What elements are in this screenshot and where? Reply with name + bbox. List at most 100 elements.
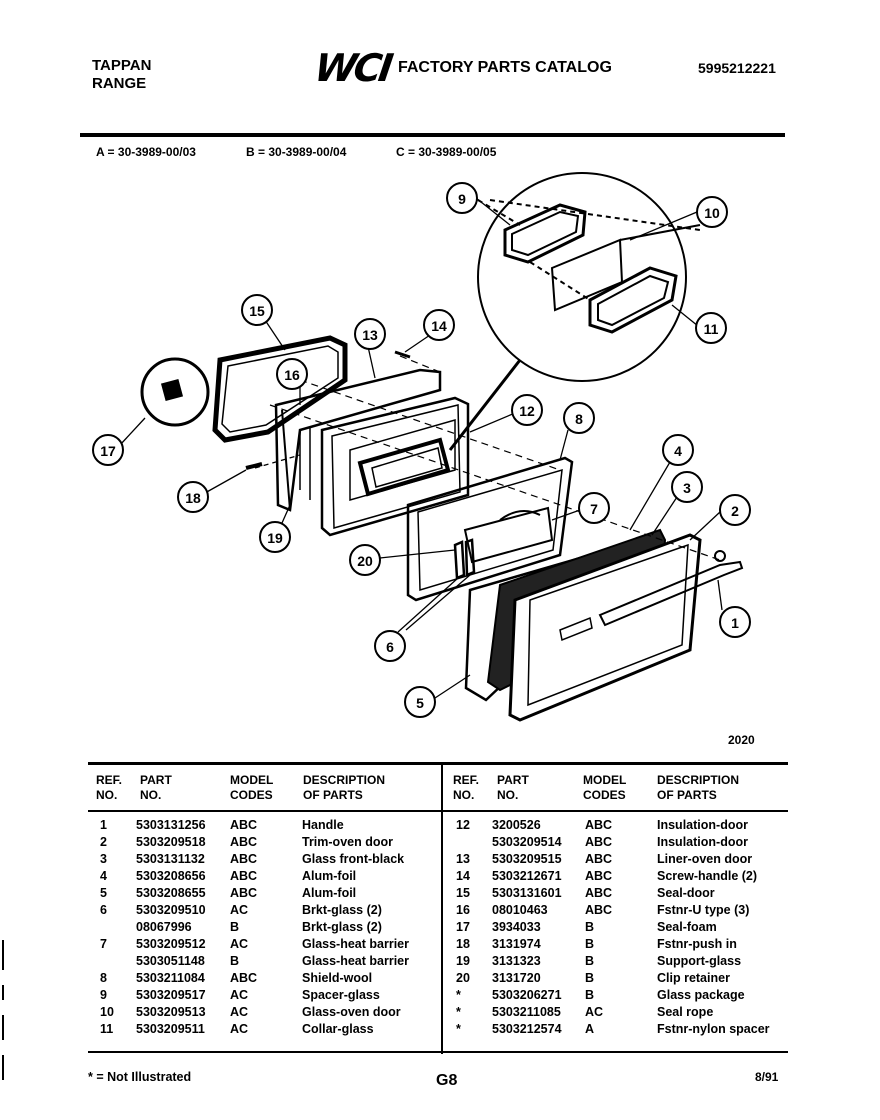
part-number-cell: 5303051148 [136, 954, 205, 968]
description-cell: Fstnr-nylon spacer [657, 1022, 770, 1036]
ref-cell: 18 [456, 937, 470, 951]
callout-6: 6 [386, 639, 394, 655]
part-number-cell: 5303209512 [136, 937, 206, 951]
description-cell: Liner-oven door [657, 852, 753, 866]
insulation-door-part [320, 396, 470, 537]
header-divider [80, 133, 785, 137]
part-number-cell: 5303209518 [136, 835, 206, 849]
callout-15: 15 [249, 303, 265, 319]
model-codes-cell: A [585, 1022, 595, 1036]
part-number-cell: 5303211085 [492, 1005, 561, 1019]
model-codes-cell: AC [230, 1005, 249, 1019]
model-codes-cell: AC [230, 1022, 249, 1036]
description-cell: Alum-foil [302, 886, 357, 900]
part-number-cell: 5303208656 [136, 869, 206, 883]
header-ref-left: REF.NO. [96, 773, 123, 802]
model-codes-cell: B [585, 920, 595, 934]
model-codes-cell: ABC [585, 835, 613, 849]
door-seal-part [212, 335, 348, 443]
part-number-cell: 3131720 [492, 971, 541, 985]
table-header-rule [88, 810, 788, 812]
model-codes-cell: ABC [585, 869, 613, 883]
callout-19: 19 [267, 530, 283, 546]
callout-2: 2 [731, 503, 739, 519]
description-cell: Insulation-door [657, 818, 748, 832]
table-bottom-rule [88, 1051, 788, 1053]
description-cell: Spacer-glass [302, 988, 380, 1002]
description-cell: Seal-foam [657, 920, 717, 934]
model-codes-cell: B [585, 988, 595, 1002]
callout-1: 1 [731, 615, 739, 631]
model-codes-cell: ABC [230, 852, 258, 866]
product-type: RANGE [92, 75, 147, 92]
callout-11: 11 [704, 321, 719, 337]
callout-4: 4 [674, 443, 682, 459]
model-codes-cell: B [585, 954, 595, 968]
ref-cell: 3 [100, 852, 107, 866]
handle-screw-part [394, 350, 411, 359]
ref-cell: 12 [456, 818, 470, 832]
exploded-door-diagram: 9 10 11 15 13 14 16 17 18 19 12 8 4 3 2 … [92, 172, 751, 722]
ref-cell: 17 [456, 920, 470, 934]
part-number-cell: 3200526 [492, 818, 541, 832]
art-number: 2020 [728, 733, 755, 747]
foam-seal-detail [140, 357, 210, 427]
part-number-cell: 5303131132 [136, 852, 205, 866]
part-number-cell: 5303209510 [136, 903, 206, 917]
model-codes-cell: AC [230, 903, 249, 917]
description-cell: Brkt-glass (2) [302, 903, 382, 917]
part-number-cell: 3131323 [492, 954, 541, 968]
description-cell: Fstnr-U type (3) [657, 903, 750, 917]
oven-door-glass-part [550, 238, 624, 312]
ref-cell: 11 [100, 1022, 114, 1036]
table-top-rule [88, 762, 788, 765]
spacer-glass-part [503, 203, 587, 264]
page-number: G8 [436, 1072, 458, 1089]
model-codes-cell: ABC [230, 835, 258, 849]
description-cell: Handle [302, 818, 344, 832]
part-number-cell: 3934033 [492, 920, 541, 934]
ref-cell: 16 [456, 903, 470, 917]
ref-cell: 15 [456, 886, 470, 900]
callout-5: 5 [416, 695, 424, 711]
callout-14: 14 [431, 318, 447, 334]
ref-cell: 1 [100, 818, 107, 832]
part-number-cell: 5303131601 [492, 886, 562, 900]
callout-18: 18 [185, 490, 201, 506]
brand-name: TAPPAN [92, 57, 152, 74]
part-number-cell: 5303209511 [136, 1022, 205, 1036]
description-cell: Shield-wool [302, 971, 373, 985]
callout-8: 8 [575, 411, 583, 427]
part-number-cell: 5303209517 [136, 988, 206, 1002]
part-number-cell: 5303209514 [492, 835, 562, 849]
description-cell: Insulation-door [657, 835, 748, 849]
description-cell: Collar-glass [302, 1022, 374, 1036]
model-a: A = 30-3989-00/03 [96, 145, 196, 159]
description-cell: Screw-handle (2) [657, 869, 758, 883]
catalog-header: WCI FACTORY PARTS CATALOG [312, 46, 612, 90]
part-number-cell: 5303208655 [136, 886, 206, 900]
description-cell: Fstnr-push in [657, 937, 737, 951]
table-column-divider [441, 764, 443, 1054]
detail-magnifier-circle [477, 172, 687, 382]
part-number-cell: 5303212671 [492, 869, 562, 883]
model-codes-cell: AC [230, 937, 249, 951]
description-cell: Glass-heat barrier [302, 937, 409, 951]
part-number-cell: 5303209515 [492, 852, 562, 866]
callout-3: 3 [683, 480, 691, 496]
part-number-cell: 08067996 [136, 920, 192, 934]
part-number-cell: 3131974 [492, 937, 541, 951]
part-number-cell: 5303206271 [492, 988, 562, 1002]
description-cell: Glass front-black [302, 852, 405, 866]
model-codes-cell: ABC [230, 886, 258, 900]
ref-cell: 5 [100, 886, 107, 900]
model-codes-cell: ABC [585, 903, 613, 917]
description-cell: Seal rope [657, 1005, 714, 1019]
ref-cell: * [456, 988, 461, 1002]
model-codes-cell: B [230, 954, 240, 968]
